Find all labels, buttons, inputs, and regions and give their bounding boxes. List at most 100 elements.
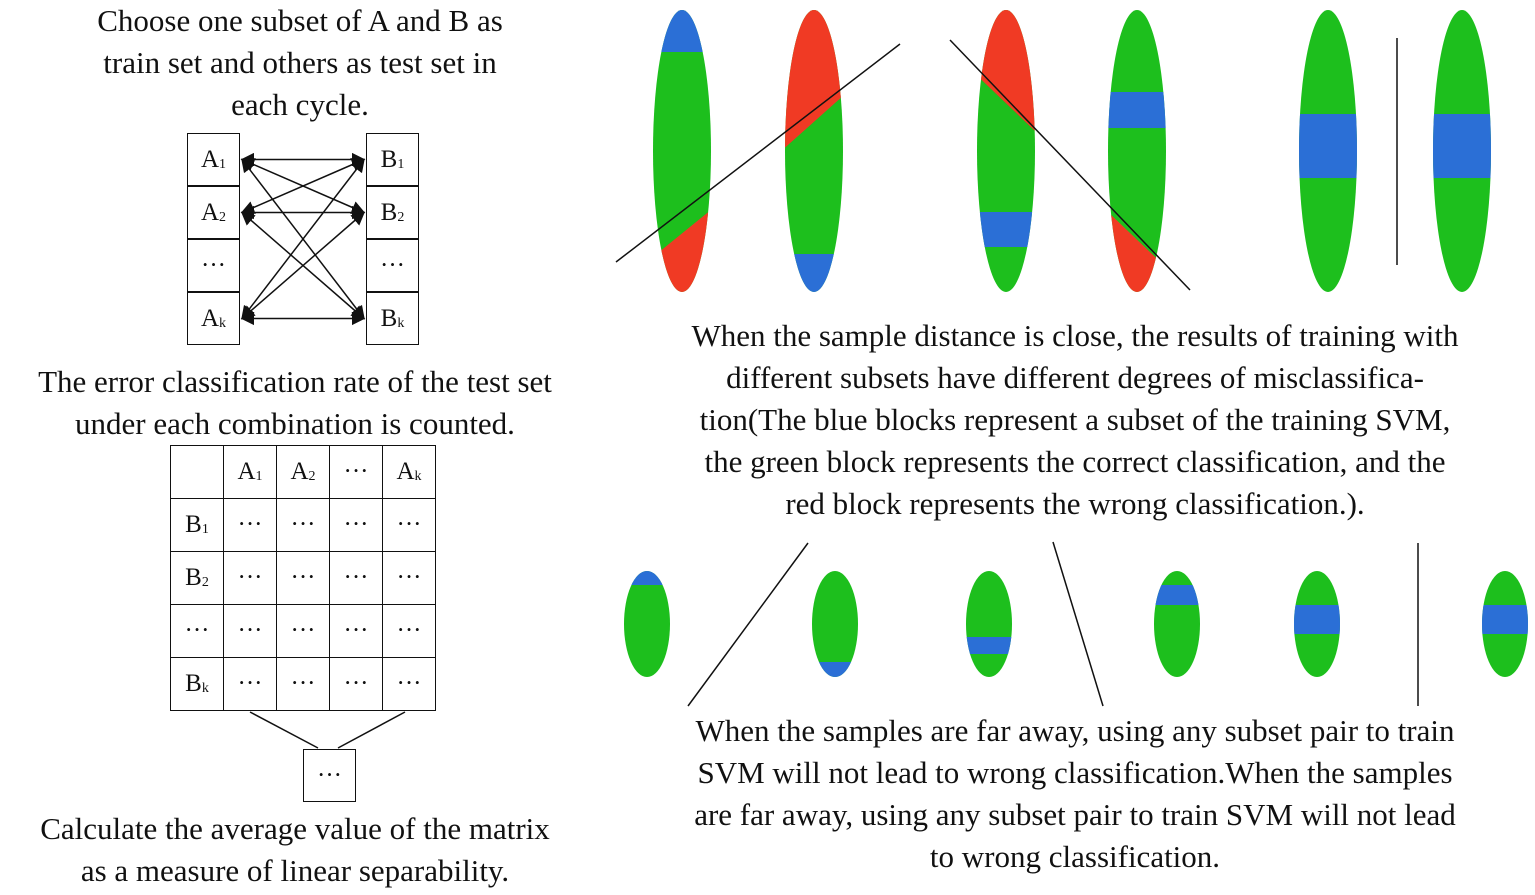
matrix-col-header: ···: [329, 445, 382, 498]
training-subset-region: [977, 212, 1035, 247]
matrix-cell: ···: [382, 604, 436, 657]
matrix-cell-value: ···: [343, 511, 369, 538]
label-base: B: [185, 511, 202, 538]
subset-b-label: B1: [381, 146, 405, 174]
matrix-row-label: B2: [185, 564, 209, 592]
sample-ellipse: [1482, 571, 1528, 677]
text-line: When the samples are far away, using any…: [695, 713, 1455, 748]
text-line: to wrong classification.: [929, 839, 1221, 874]
training-subset-region: [624, 571, 670, 585]
matrix-cell: ···: [223, 604, 276, 657]
matrix-cell-value: ···: [237, 670, 263, 697]
matrix-cell: ···: [223, 657, 276, 711]
training-subset-region: [1433, 114, 1491, 178]
label-subscript: 2: [201, 575, 209, 590]
label-subscript: 1: [201, 522, 209, 537]
text-line: as a measure of linear separability.: [80, 853, 510, 888]
matrix-corner-cell: [170, 445, 223, 498]
matrix-cell: ···: [329, 551, 382, 604]
matrix-cell: ···: [223, 498, 276, 551]
text-line: are far away, using any subset pair to t…: [694, 797, 1456, 832]
matrix-cell-value: ···: [396, 511, 422, 538]
label-base: A: [396, 458, 415, 485]
training-subset-region: [1299, 114, 1357, 178]
matrix-cell-value: ···: [343, 670, 369, 697]
matrix-cell: ···: [329, 604, 382, 657]
matrix-cell: ···: [223, 551, 276, 604]
training-subset-region: [1154, 585, 1200, 605]
sample-ellipse: [1433, 10, 1491, 292]
sample-ellipse: [977, 10, 1035, 292]
training-subset-region: [653, 10, 711, 52]
matrix-cell-value: ···: [343, 617, 369, 644]
matrix-row-header: B2: [170, 551, 223, 604]
matrix-cell-value: ···: [237, 511, 263, 538]
sample-ellipse: [1108, 10, 1166, 292]
subset-b-label: Bk: [381, 305, 405, 333]
text-line: SVM will not lead to wrong classificatio…: [697, 755, 1453, 790]
label-subscript: 1: [219, 156, 227, 172]
label-subscript: k: [397, 315, 405, 331]
matrix-cell-value: ···: [237, 564, 263, 591]
matrix-col-label: A1: [237, 458, 262, 486]
label-subscript: k: [414, 469, 422, 484]
average-text: Calculate the average value of the matri…: [0, 808, 590, 892]
training-subset-region: [1108, 92, 1166, 128]
text-line: under each combination is counted.: [75, 406, 515, 441]
label-base: B: [185, 564, 202, 591]
label-subscript: 1: [255, 469, 263, 484]
subset-a-cell: ···: [187, 239, 240, 292]
matrix-cell: ···: [276, 498, 329, 551]
training-subset-region: [1482, 605, 1528, 634]
matrix-col-header: A2: [276, 445, 329, 498]
label-base: ···: [184, 617, 210, 644]
matrix-cell-value: ···: [343, 564, 369, 591]
misclassified-region: [653, 170, 711, 292]
matrix-col-label: Ak: [396, 458, 421, 486]
matrix-row-header: ···: [170, 604, 223, 657]
subset-a-label: A2: [201, 199, 226, 227]
svm-separator-line: [687, 542, 809, 707]
subset-b-cell: B1: [366, 133, 419, 186]
label-subscript: 2: [397, 209, 405, 225]
label-base: ···: [343, 458, 369, 485]
text-line: different subsets have different degrees…: [726, 360, 1424, 395]
text-line: When the sample distance is close, the r…: [691, 318, 1459, 353]
correct-region: [812, 571, 858, 677]
matrix-cell: ···: [276, 657, 329, 711]
sample-ellipse: [1154, 571, 1200, 677]
matrix-col-label: ···: [344, 458, 369, 486]
matrix-col-header: Ak: [382, 445, 436, 498]
label-base: A: [290, 458, 309, 485]
subset-a-label: ···: [201, 252, 226, 280]
label-subscript: k: [219, 315, 227, 331]
label-subscript: k: [201, 681, 209, 696]
subset-b-label: B2: [381, 199, 405, 227]
sample-ellipse: [1299, 10, 1357, 292]
training-subset-region: [1294, 605, 1340, 634]
pair-arrow: [240, 211, 366, 320]
matrix-cell-value: ···: [290, 511, 316, 538]
matrix-cell-value: ···: [396, 617, 422, 644]
subset-b-cell: ···: [366, 239, 419, 292]
label-subscript: 1: [397, 156, 405, 172]
label-base: B: [380, 145, 398, 173]
text-line: the green block represents the correct c…: [704, 444, 1446, 479]
average-box-value: ···: [317, 761, 342, 789]
label-subscript: 2: [308, 469, 316, 484]
training-subset-region: [785, 254, 843, 292]
matrix-row-header: Bk: [170, 657, 223, 711]
label-base: B: [380, 304, 398, 332]
svm-separator-line: [949, 39, 1191, 291]
label-base: B: [380, 198, 398, 226]
label-base: A: [200, 304, 220, 332]
label-base: ···: [380, 251, 405, 279]
correct-region: [624, 571, 670, 677]
training-subset-region: [966, 637, 1012, 654]
correct-region: [966, 571, 1012, 677]
matrix-cell: ···: [276, 604, 329, 657]
matrix-col-label: A2: [290, 458, 315, 486]
